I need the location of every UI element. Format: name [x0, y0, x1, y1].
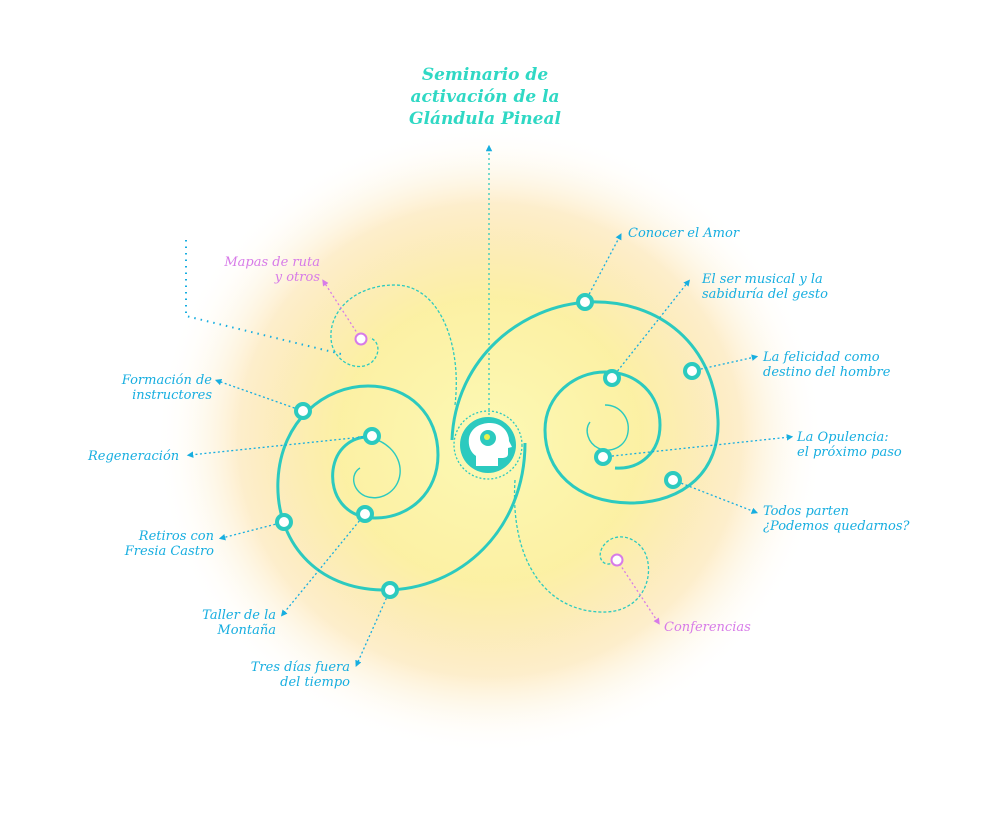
label-mapas[interactable]: Mapas de ruta y otros: [224, 255, 320, 285]
label-conferencias[interactable]: Conferencias: [664, 620, 751, 635]
label-opulencia[interactable]: La Opulencia: el próximo paso: [797, 430, 902, 460]
node-formacion[interactable]: [294, 402, 312, 420]
label-taller[interactable]: Taller de la Montaña: [202, 608, 276, 638]
head-brain-icon[interactable]: [453, 410, 523, 480]
node-mapas[interactable]: [354, 332, 368, 346]
diagram-title: Seminario de activación de la Glándula P…: [409, 65, 561, 129]
nodes: [275, 293, 701, 599]
label-tres-dias[interactable]: Tres días fuera del tiempo: [250, 660, 350, 690]
left-inner-spiral: [353, 436, 401, 499]
node-felicidad[interactable]: [683, 362, 701, 380]
node-retiros[interactable]: [275, 513, 293, 531]
bottom-right-dashed-spiral: [513, 479, 650, 613]
node-todos-parten[interactable]: [664, 471, 682, 489]
top-left-dashed-spiral: [330, 284, 457, 406]
node-taller[interactable]: [356, 505, 374, 523]
node-regeneracion[interactable]: [363, 427, 381, 445]
right-inner-spiral: [586, 404, 629, 451]
label-todos-parten[interactable]: Todos parten ¿Podemos quedarnos?: [763, 504, 910, 534]
label-conocer-amor[interactable]: Conocer el Amor: [628, 226, 740, 241]
label-retiros[interactable]: Retiros con Fresia Castro: [124, 529, 214, 559]
node-tres-dias[interactable]: [381, 581, 399, 599]
pink-nodes: [354, 332, 624, 567]
label-felicidad[interactable]: La felicidad como destino del hombre: [763, 350, 891, 380]
pink-connectors: [322, 279, 660, 625]
node-conocer-amor[interactable]: [576, 293, 594, 311]
connectors: [186, 233, 794, 667]
label-formacion[interactable]: Formación de instructores: [121, 373, 212, 403]
label-regeneracion[interactable]: Regeneración: [88, 449, 180, 464]
node-conferencias[interactable]: [610, 553, 624, 567]
node-opulencia[interactable]: [594, 448, 612, 466]
node-ser-musical[interactable]: [603, 369, 621, 387]
label-ser-musical[interactable]: El ser musical y la sabiduría del gesto: [702, 272, 828, 302]
